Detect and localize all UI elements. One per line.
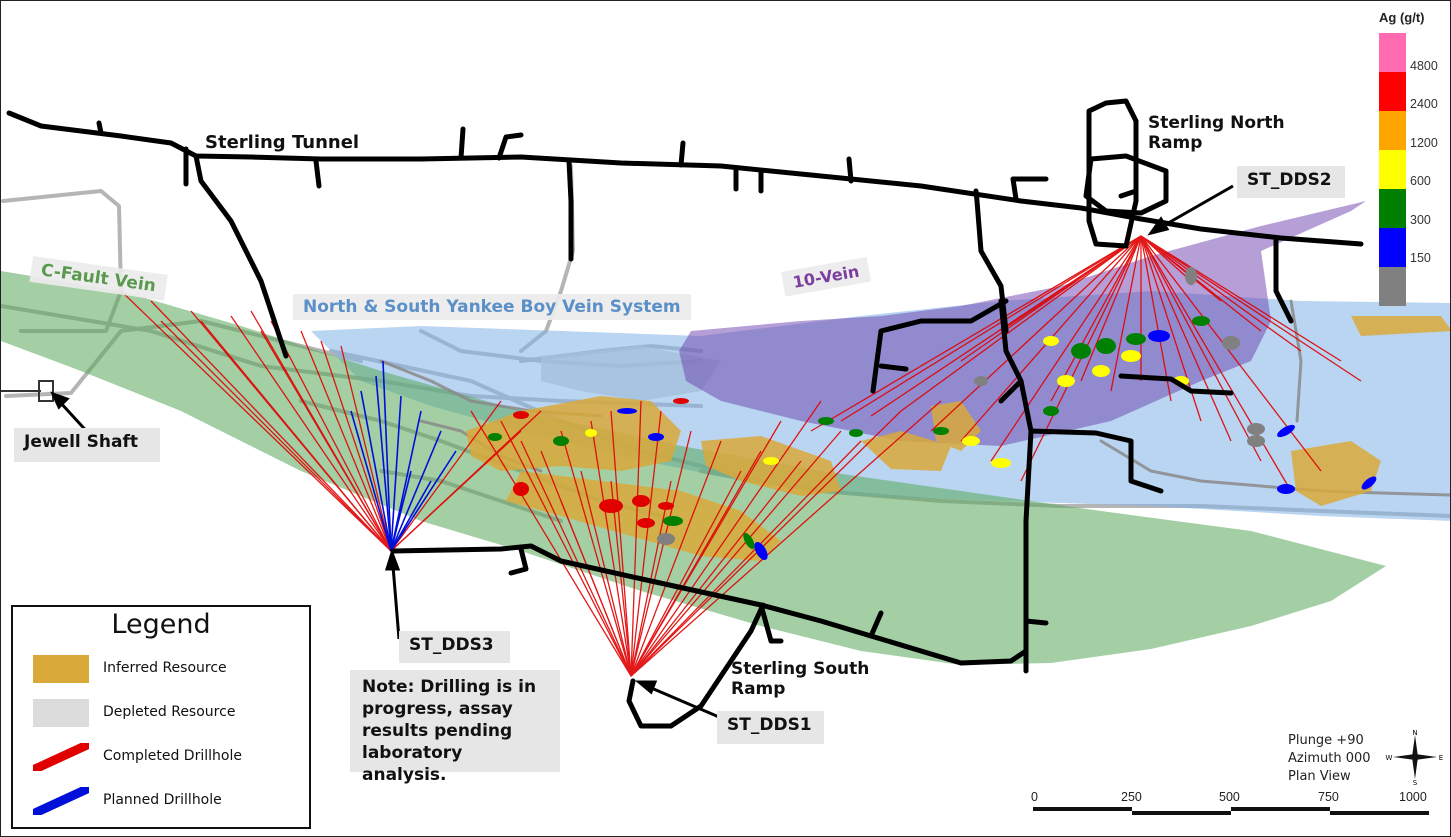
compass-s: S — [1413, 779, 1418, 787]
planned-drillholes — [350, 360, 457, 552]
legend-item-depleted: Depleted Resource — [33, 699, 303, 729]
scale-label: 500 — [1219, 790, 1240, 804]
colorbar-bin — [1379, 72, 1406, 111]
colorbar-bin — [1379, 150, 1406, 189]
legend-item-completed: Completed Drillhole — [33, 743, 303, 773]
compass-n: N — [1412, 729, 1417, 737]
assay-intercepts — [488, 267, 1377, 561]
sterling-north-ramp-label: Sterling North Ramp — [1148, 113, 1285, 153]
legend-item-label: Inferred Resource — [103, 660, 227, 676]
view-info: Plunge +90 Azimuth 000 Plan View — [1288, 732, 1371, 786]
underground-workings — [6, 98, 1364, 729]
completed-drillhole-swatch — [33, 743, 89, 771]
sterling-south-ramp-label: Sterling South Ramp — [731, 659, 870, 699]
jewell-shaft-label: Jewell Shaft — [14, 428, 160, 462]
scale-label: 750 — [1318, 790, 1339, 804]
plan-view-text: Plan View — [1288, 769, 1351, 784]
yankee-boy-vein-label: North & South Yankee Boy Vein System — [293, 294, 691, 320]
ten-vein-zone — [679, 201, 1366, 446]
colorbar-tick: 150 — [1410, 251, 1431, 265]
scale-bar-graphic — [1033, 807, 1429, 815]
compass-e: E — [1439, 754, 1443, 762]
legend-item-label: Planned Drillhole — [103, 792, 222, 808]
jewell-shaft-symbol — [1, 380, 54, 402]
planned-drillhole-swatch — [33, 787, 89, 815]
scale-label: 1000 — [1399, 790, 1427, 804]
north-arrow-compass-icon: N S E W — [1386, 729, 1444, 787]
plunge-text: Plunge +90 — [1288, 733, 1364, 748]
legend-item-inferred: Inferred Resource — [33, 655, 303, 685]
colorbar-bin — [1379, 111, 1406, 150]
st-dds3-label: ST_DDS3 — [399, 631, 510, 663]
completed-drillholes — [120, 235, 1362, 677]
scale-bar: 0 250 500 750 1000 — [1031, 787, 1431, 817]
colorbar-bin — [1379, 189, 1406, 228]
drilling-note: Note: Drilling is in progress, assay res… — [350, 670, 560, 785]
colorbar-bin — [1379, 228, 1406, 267]
legend-item-label: Completed Drillhole — [103, 748, 242, 764]
st-dds1-label: ST_DDS1 — [717, 711, 824, 744]
scale-label: 0 — [1031, 790, 1038, 804]
ag-grade-colorbar: Ag (g/t) 4800 2400 1200 600 300 150 — [1379, 10, 1450, 311]
scale-label: 250 — [1121, 790, 1142, 804]
colorbar-tick: 1200 — [1410, 136, 1438, 150]
colorbar-tick: 600 — [1410, 174, 1431, 188]
st-dds2-label: ST_DDS2 — [1237, 166, 1345, 198]
label-pointers — [50, 184, 1234, 719]
legend: Legend Inferred Resource Depleted Resour… — [11, 605, 311, 829]
colorbar-tick: 300 — [1410, 213, 1431, 227]
colorbar-tick: 2400 — [1410, 97, 1438, 111]
colorbar-title: Ag (g/t) — [1379, 10, 1425, 25]
legend-item-planned: Planned Drillhole — [33, 787, 303, 817]
colorbar-bin — [1379, 33, 1406, 72]
colorbar-tick: 4800 — [1410, 59, 1438, 73]
depleted-resource-swatch — [33, 699, 89, 727]
inferred-resource-swatch — [33, 655, 89, 683]
colorbar-bin — [1379, 267, 1406, 306]
compass-w: W — [1386, 754, 1393, 762]
azimuth-text: Azimuth 000 — [1288, 751, 1371, 766]
legend-title: Legend — [111, 609, 211, 640]
legend-item-label: Depleted Resource — [103, 704, 236, 720]
sterling-tunnel-label: Sterling Tunnel — [205, 132, 360, 153]
